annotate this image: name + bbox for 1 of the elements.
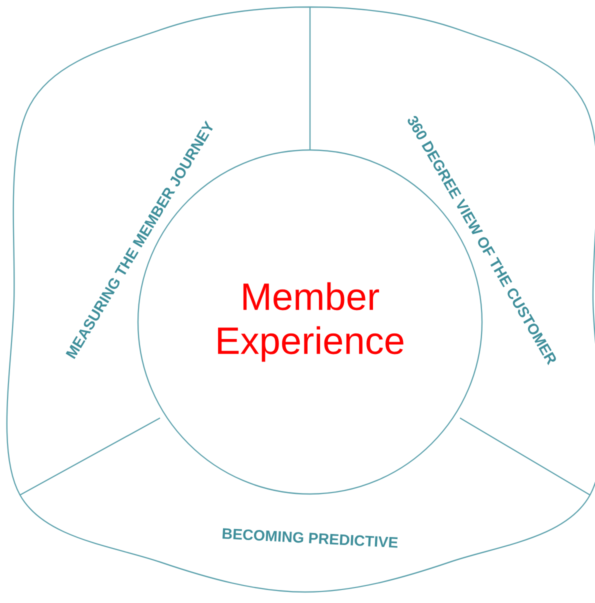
segment-label: BECOMING PREDICTIVE bbox=[222, 528, 398, 548]
